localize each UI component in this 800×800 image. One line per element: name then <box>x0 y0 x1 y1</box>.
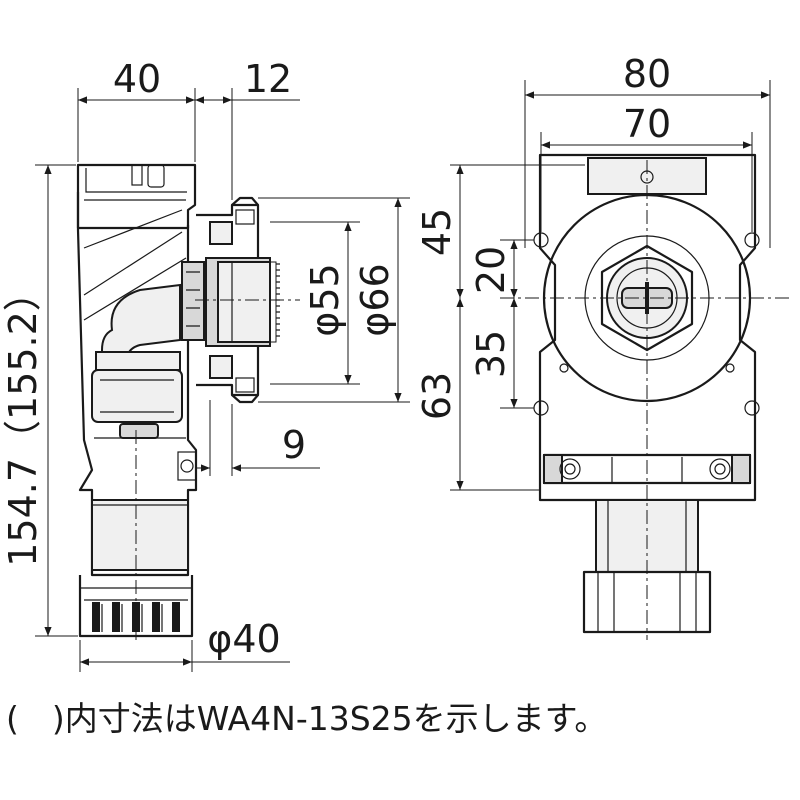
dim-lower-height: 63 <box>415 372 459 420</box>
dim-total-height: 154.7（155.2） <box>1 273 45 567</box>
dim-lower-hole: 35 <box>469 330 513 378</box>
dim-front-inner-width: 70 <box>623 102 671 146</box>
dim-upper-height: 45 <box>415 208 459 256</box>
dim-outer-diameter: φ66 <box>353 263 397 336</box>
dim-upper-hole: 20 <box>469 246 513 294</box>
dim-front-width: 80 <box>623 52 671 96</box>
dimension-labels: 40 12 154.7（155.2） φ55 φ66 9 φ40 80 70 4… <box>1 52 671 661</box>
footnote: ( )内寸法はWA4N-13S25を示します。 <box>6 699 608 738</box>
dim-inner-diameter: φ55 <box>303 263 347 336</box>
dim-face-offset: 9 <box>282 423 306 467</box>
dimension-lines <box>35 80 771 672</box>
dim-side-offset: 12 <box>244 57 292 101</box>
side-view <box>76 163 280 638</box>
dim-bottom-diameter: φ40 <box>207 617 280 661</box>
centerlines <box>135 160 790 640</box>
dim-side-width: 40 <box>113 57 161 101</box>
